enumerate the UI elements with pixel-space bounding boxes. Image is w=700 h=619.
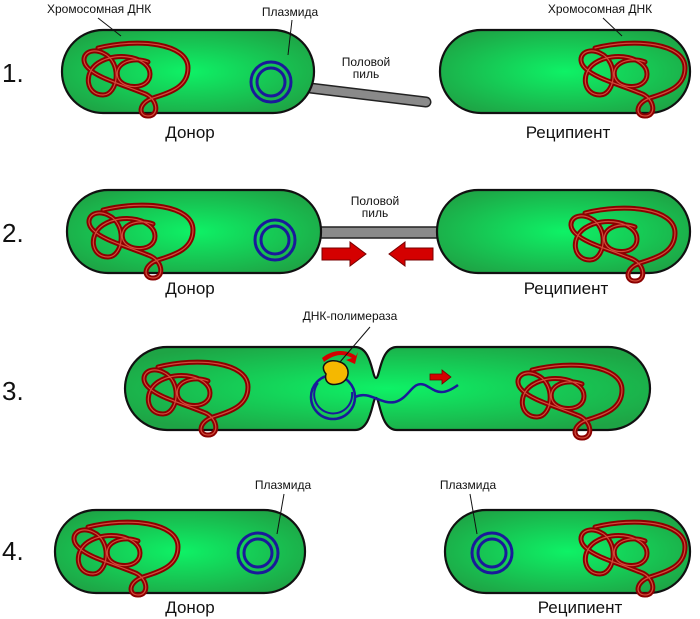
step-2: Половой пиль Донор Реципиент (65, 188, 692, 298)
step-number-4: 4. (2, 536, 24, 566)
label-recipient: Реципиент (526, 123, 611, 142)
conjugating-cells (123, 345, 652, 432)
transferred-dna-strand (354, 382, 459, 404)
label-pilus-line1: Половой (351, 194, 399, 208)
label-dna-polymerase: ДНК-полимераза (303, 309, 398, 323)
label-donor: Донор (165, 598, 214, 617)
arrow-right-icon (321, 241, 367, 267)
label-pilus-line2: пиль (362, 206, 388, 220)
label-recipient: Реципиент (538, 598, 623, 617)
step-number-3: 3. (2, 376, 24, 406)
arrow-right-icon (429, 369, 452, 385)
recipient-cell (443, 508, 692, 595)
step-number-1: 1. (2, 58, 24, 88)
sex-pilus (314, 226, 441, 239)
label-chromosomal-dna: Хромосомная ДНК (548, 2, 652, 16)
label-plasmid: Плазмида (440, 478, 497, 492)
step-3: ДНК-полимераза (123, 309, 652, 438)
arrow-left-icon (388, 241, 434, 267)
label-pilus-line1: Половой (342, 55, 390, 69)
dna-polymerase (322, 360, 349, 386)
label-plasmid: Плазмида (255, 478, 312, 492)
label-recipient: Реципиент (524, 279, 609, 298)
label-plasmid: Плазмида (262, 5, 319, 19)
label-donor: Донор (165, 123, 214, 142)
label-chromosomal-dna: Хромосомная ДНК (47, 2, 151, 16)
label-pilus-line2: пиль (353, 67, 379, 81)
step-1: Хромосомная ДНК Плазмида Половой пиль Хр… (47, 2, 692, 142)
step-number-2: 2. (2, 218, 24, 248)
curved-arrow-icon (322, 351, 358, 364)
label-donor: Донор (165, 279, 214, 298)
step-4: Плазмида Плазмида Донор Реципиент (53, 478, 692, 617)
recipient-cell (438, 28, 692, 115)
